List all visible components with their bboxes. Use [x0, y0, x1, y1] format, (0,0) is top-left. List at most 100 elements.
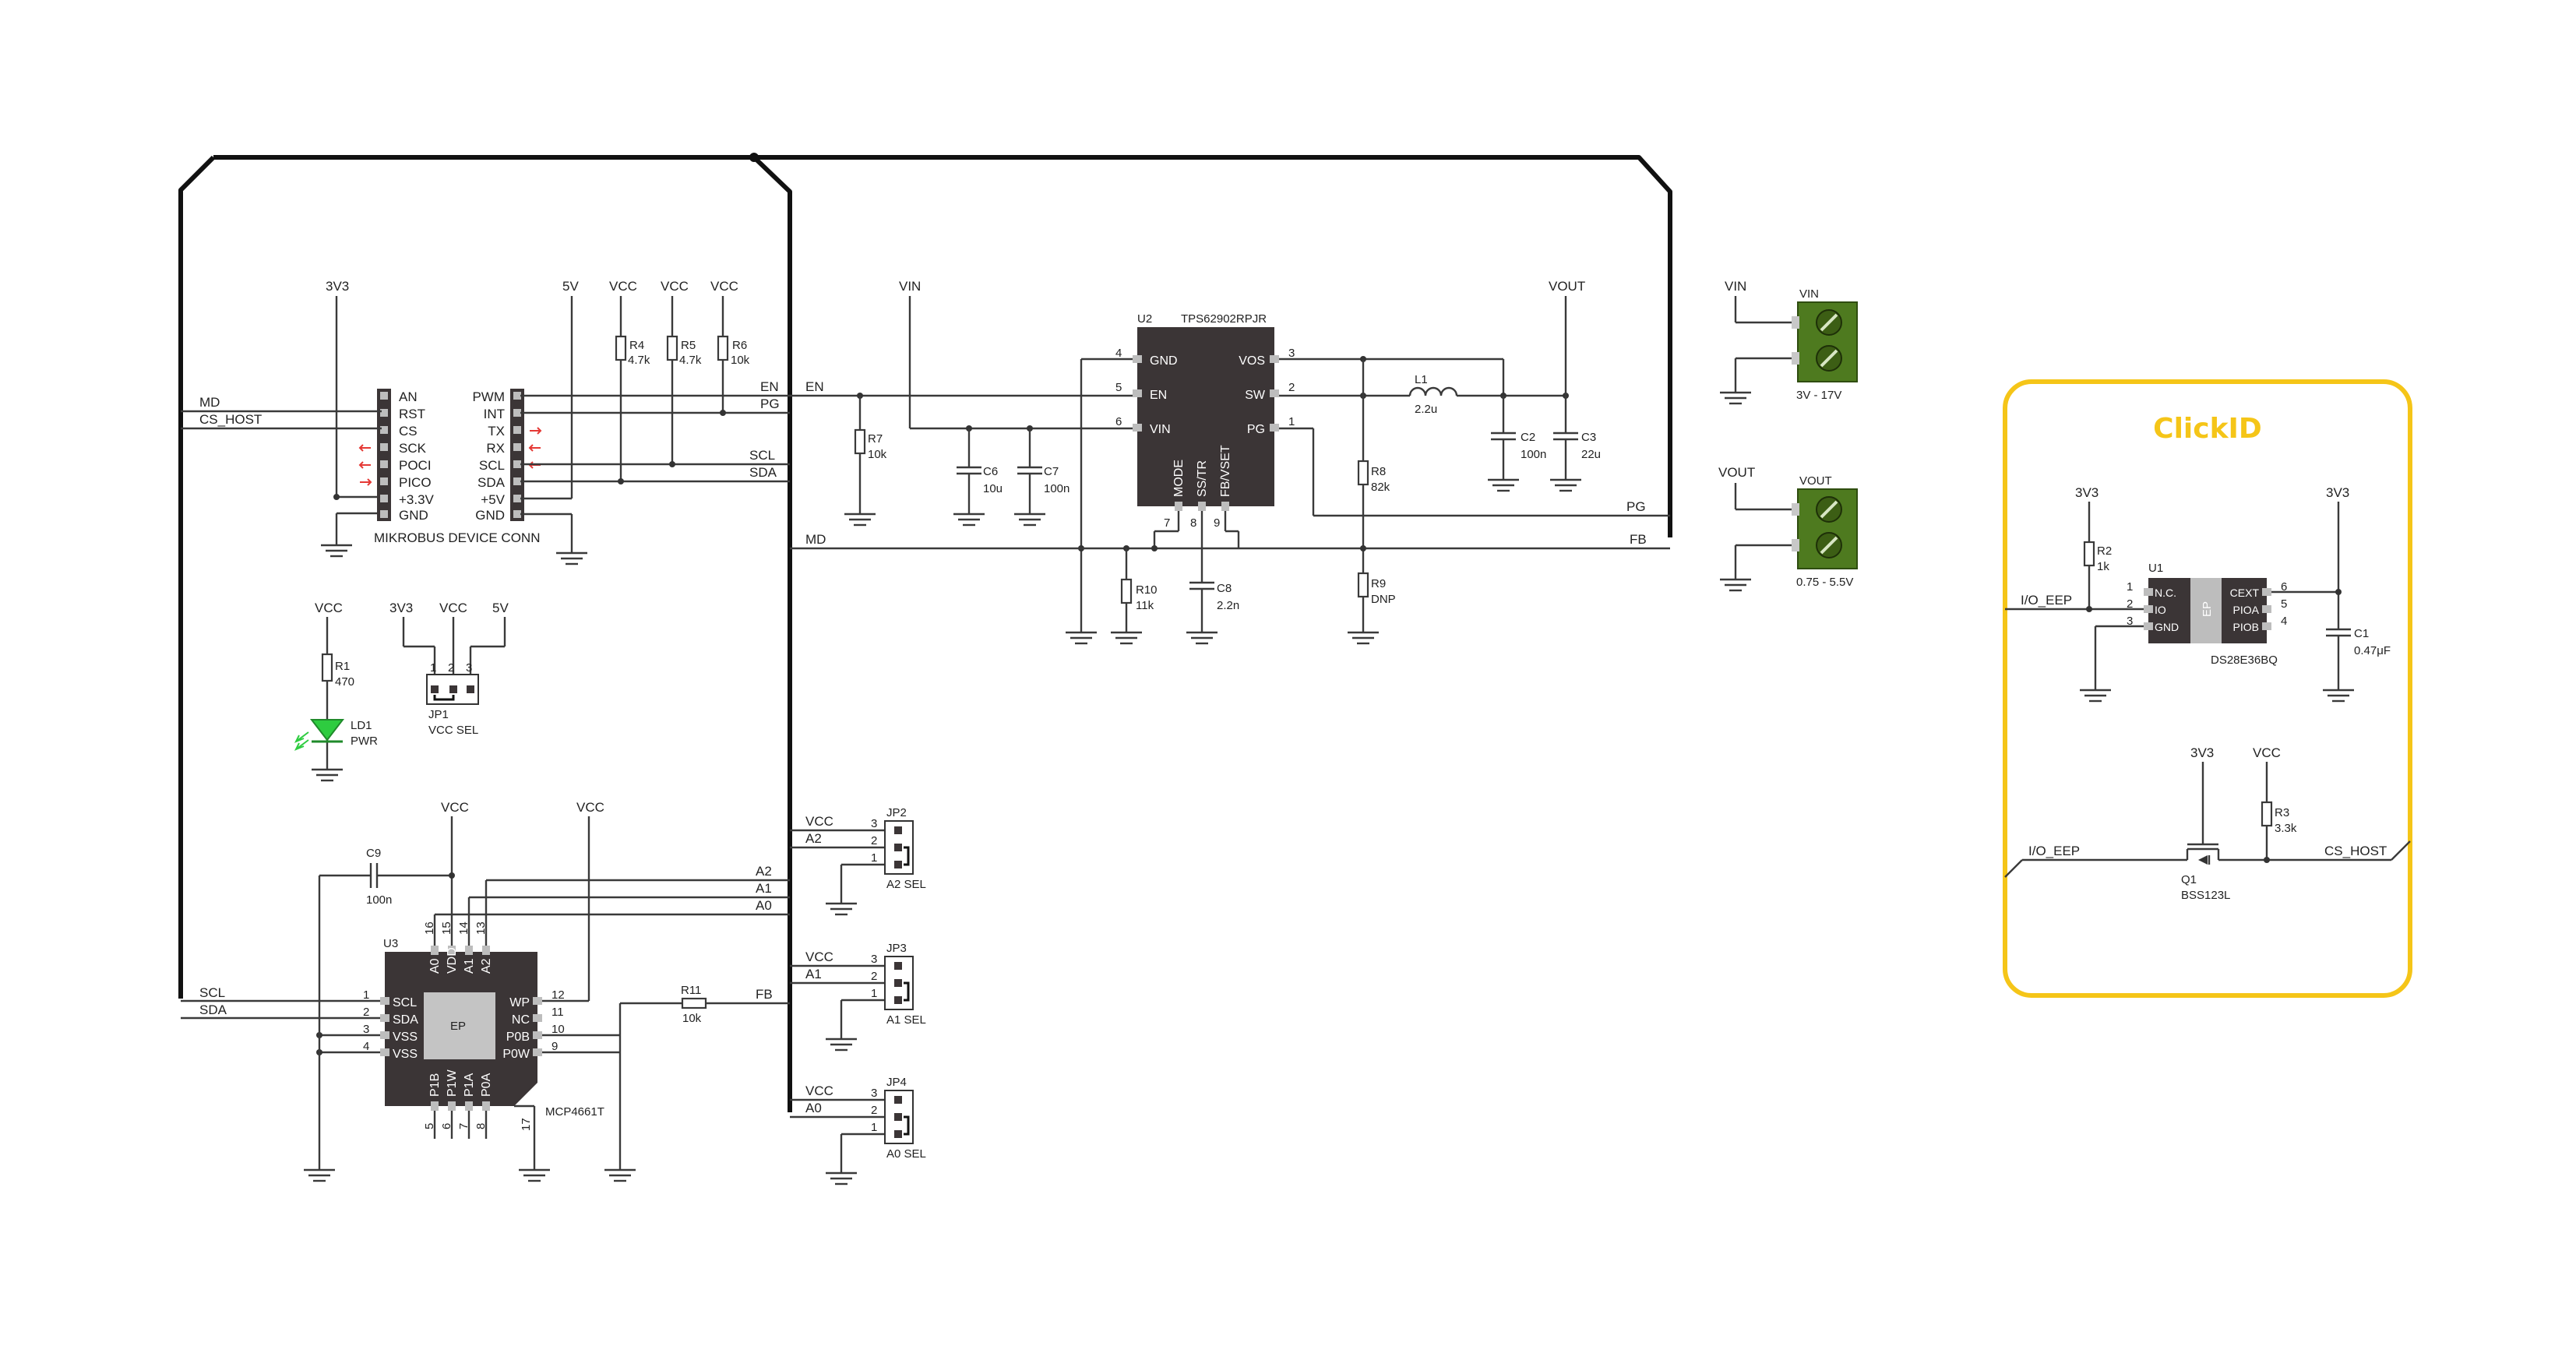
svg-text:15: 15: [440, 921, 453, 935]
svg-text:P1B: P1B: [428, 1073, 442, 1097]
c3-value: 22u: [1581, 448, 1601, 461]
l1-value: 2.2u: [1415, 403, 1437, 416]
c1-ref: C1: [2354, 627, 2369, 640]
svg-text:6: 6: [1115, 415, 1122, 428]
r2-value: 1k: [2097, 560, 2109, 573]
regulator-wiring: EN R7 10k VIN C6 10u C7 100n MD: [790, 279, 1670, 645]
svg-text:P1W: P1W: [446, 1069, 459, 1097]
terminal-vin-label: VIN: [1799, 287, 1819, 301]
svg-text:4: 4: [1115, 347, 1122, 360]
mikrobus-connector: 3V3 AN RST CS SCK POCI PICO +3.3V GND PW…: [181, 279, 790, 565]
r10-ref: R10: [1136, 583, 1158, 597]
svg-text:VCC: VCC: [661, 279, 689, 294]
svg-text:VSS: VSS: [393, 1031, 418, 1044]
mb-pin-rx: RX: [486, 441, 505, 456]
r1-value: 470: [335, 675, 354, 689]
net-cs-host-left: CS_HOST: [199, 412, 262, 427]
clickid-frame: [2003, 379, 2412, 998]
r6-ref: R6: [732, 339, 747, 352]
r10-value: 11k: [1136, 599, 1154, 612]
svg-text:IO: IO: [2155, 604, 2166, 616]
c7-value: 100n: [1044, 482, 1070, 495]
svg-text:3: 3: [466, 661, 472, 675]
svg-text:7: 7: [457, 1123, 470, 1129]
svg-text:N.C.: N.C.: [2155, 587, 2176, 599]
net-fb-pot: FB: [756, 987, 773, 1002]
svg-text:5: 5: [423, 1123, 436, 1129]
net-a1-pot: A1: [756, 881, 772, 896]
r7-value: 10k: [868, 448, 887, 461]
svg-text:6: 6: [2281, 580, 2287, 594]
jumper-jp2: VCC A2 3 2 1 JP2 A2 SEL: [790, 806, 926, 916]
c7-ref: C7: [1044, 465, 1059, 478]
net-a0-pot: A0: [756, 898, 772, 913]
u1-ref: U1: [2148, 562, 2163, 575]
svg-text:8: 8: [1190, 516, 1196, 530]
bus-outline-left: [178, 155, 792, 1112]
svg-text:5V: 5V: [492, 601, 509, 615]
svg-text:VOS: VOS: [1239, 354, 1265, 368]
svg-text:P0W: P0W: [502, 1048, 530, 1061]
svg-text:GND: GND: [2155, 621, 2179, 633]
jp3-label: A1 SEL: [886, 1013, 926, 1027]
direction-arrows: [358, 427, 542, 486]
jp2-label: A2 SEL: [886, 878, 926, 891]
u1-part: DS28E36BQ: [2211, 654, 2278, 667]
c6-value: 10u: [983, 482, 1003, 495]
r3-value: 3.3k: [2275, 822, 2297, 835]
net-a2-pot: A2: [756, 864, 772, 879]
svg-text:SS/TR: SS/TR: [1196, 460, 1209, 497]
svg-text:A0: A0: [428, 958, 442, 974]
clickid-panel: ClickID EP U1 DS28E36BQ N.C. IO GND CEXT…: [2003, 379, 2412, 998]
c3-ref: C3: [1581, 431, 1596, 444]
svg-text:VOUT: VOUT: [1718, 465, 1755, 480]
svg-text:6: 6: [440, 1123, 453, 1129]
svg-text:3: 3: [871, 817, 877, 830]
svg-text:5: 5: [1115, 381, 1122, 394]
svg-text:VOUT: VOUT: [1549, 279, 1585, 294]
svg-text:11: 11: [551, 1006, 564, 1019]
svg-text:3V3: 3V3: [2190, 745, 2214, 760]
mb-pin-5v: +5V: [481, 492, 505, 507]
svg-text:VDD: VDD: [446, 947, 459, 974]
jp1-ref: JP1: [428, 708, 449, 721]
r2-ref: R2: [2097, 544, 2112, 558]
r3-ref: R3: [2275, 806, 2289, 819]
led-symbol: [309, 719, 345, 742]
svg-text:VIN: VIN: [1150, 423, 1171, 436]
led-ref: LD1: [351, 719, 372, 732]
inductor-l1: [1408, 386, 1458, 396]
digital-pot-u3: EP U3 MCP4661T SCL SDA VSS VSS 1 2 3 4 W…: [363, 921, 604, 1182]
terminal-vout: VOUT VOUT 0.75 - 5.5V: [1718, 465, 1858, 592]
led-label: PWR: [351, 735, 378, 748]
r5-value: 4.7k: [679, 354, 702, 367]
svg-text:3V3: 3V3: [2326, 485, 2349, 500]
svg-text:12: 12: [551, 988, 565, 1002]
svg-text:A1: A1: [463, 958, 476, 974]
svg-text:VSS: VSS: [393, 1048, 418, 1061]
svg-text:VCC: VCC: [315, 601, 343, 615]
svg-text:VCC: VCC: [805, 1083, 833, 1098]
net-en-right: EN: [760, 379, 779, 394]
net-sda-right: SDA: [749, 465, 777, 480]
r1-ref: R1: [335, 660, 350, 673]
svg-text:P0B: P0B: [506, 1031, 530, 1044]
svg-text:16: 16: [423, 921, 436, 935]
clickid-net-io-top: I/O_EEP: [2021, 593, 2072, 608]
mb-pin-scl: SCL: [479, 458, 505, 473]
svg-text:2: 2: [2127, 597, 2133, 611]
u2-ref: U2: [1137, 312, 1152, 326]
svg-text:GND: GND: [1150, 354, 1178, 368]
svg-text:1: 1: [1288, 415, 1295, 428]
svg-text:2: 2: [871, 1104, 877, 1117]
svg-text:EN: EN: [1150, 389, 1167, 402]
q1-part: BSS123L: [2181, 889, 2230, 902]
svg-text:A2: A2: [480, 958, 493, 974]
svg-text:SDA: SDA: [393, 1013, 418, 1027]
clickid-net-io-bottom: I/O_EEP: [2028, 844, 2080, 858]
svg-text:PIOA: PIOA: [2233, 604, 2260, 616]
svg-text:PIOB: PIOB: [2233, 621, 2259, 633]
mosfet-q1: [2186, 841, 2220, 865]
svg-text:13: 13: [474, 921, 488, 935]
